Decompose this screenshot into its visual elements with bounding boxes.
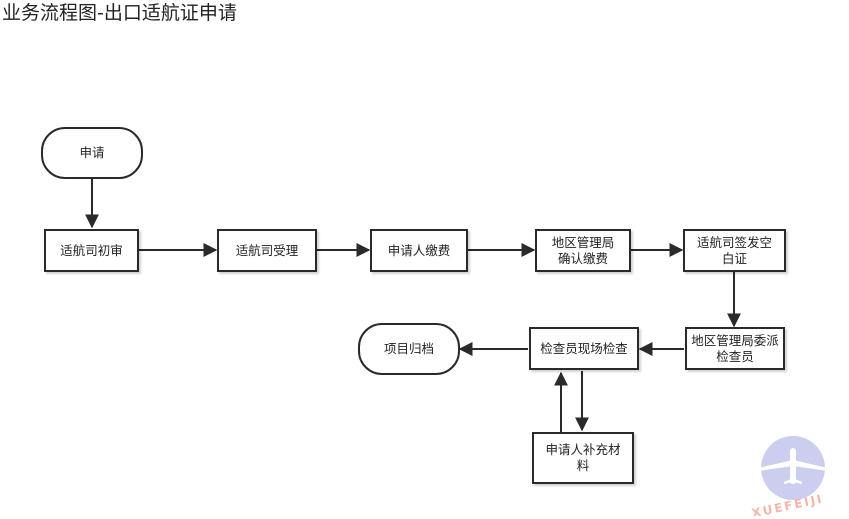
node-project-archive-label: 项目归档 [383,341,434,356]
node-initial-review[interactable]: 适航司初审 [44,229,139,272]
node-applicant-payment[interactable]: 申请人缴费 [370,229,468,272]
node-start-apply-label: 申请 [79,145,105,160]
node-inspector-onsite-check-label: 检查员现场检查 [540,340,628,356]
node-issue-blank-certificate-label: 适航司签发空白证 [696,234,772,266]
node-acceptance-label: 适航司受理 [235,242,299,258]
node-applicant-supplement[interactable]: 申请人补充材料 [532,432,634,484]
airplane-icon [758,448,828,484]
node-regional-confirm-payment-label: 地区管理局确认缴费 [551,234,615,266]
node-project-archive[interactable]: 项目归档 [358,323,460,375]
node-regional-confirm-payment[interactable]: 地区管理局确认缴费 [535,229,631,272]
node-regional-assign-inspector-label: 地区管理局委派检查员 [691,332,779,364]
node-inspector-onsite-check[interactable]: 检查员现场检查 [529,327,639,370]
node-regional-assign-inspector[interactable]: 地区管理局委派检查员 [685,327,785,370]
node-acceptance[interactable]: 适航司受理 [217,229,317,272]
node-applicant-supplement-label: 申请人补充材料 [545,442,621,473]
node-applicant-payment-label: 申请人缴费 [387,242,451,258]
node-start-apply[interactable]: 申请 [41,127,143,179]
node-issue-blank-certificate[interactable]: 适航司签发空白证 [683,229,786,272]
node-initial-review-label: 适航司初审 [60,242,123,258]
xuefeiji-watermark-logo: XUEFEIJI [750,436,828,516]
page-title: 业务流程图-出口适航证申请 [2,2,237,24]
